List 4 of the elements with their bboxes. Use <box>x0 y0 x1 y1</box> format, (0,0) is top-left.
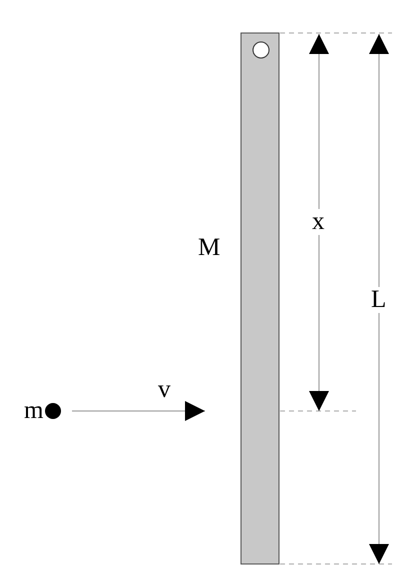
dimension-label: x <box>310 209 326 235</box>
velocity-label: v <box>158 377 170 403</box>
mass-label: m <box>24 398 44 424</box>
mass-label: M <box>198 235 220 261</box>
